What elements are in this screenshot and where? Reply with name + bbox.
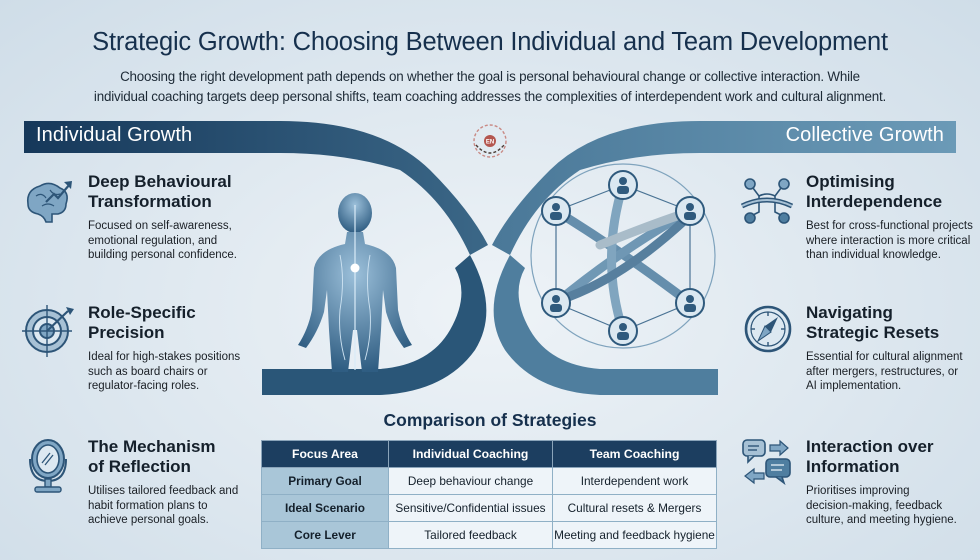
- feature-description: Prioritises improving decision-making, f…: [806, 485, 957, 526]
- feature-title: Optimising Interdependence: [806, 172, 943, 211]
- table-cell: Meeting and feedback hygiene: [552, 521, 717, 549]
- feature-title: Deep Behavioural Transformation: [88, 172, 232, 211]
- subtitle-line: Choosing the right development path depe…: [120, 69, 860, 84]
- chat-exchange-icon: [742, 439, 791, 486]
- target-icon: [22, 305, 74, 357]
- table-cell: Deep behaviour change: [388, 467, 553, 495]
- table-cell: Tailored feedback: [388, 521, 553, 549]
- page-title: Strategic Growth: Choosing Between Indiv…: [92, 28, 888, 56]
- table-row: Core Lever Tailored feedback Meeting and…: [261, 521, 717, 549]
- mirror-icon: [29, 439, 67, 493]
- table-row: Primary Goal Deep behaviour change Inter…: [261, 467, 717, 495]
- collective-growth-label: Collective Growth: [785, 124, 944, 146]
- team-network-illustration: [530, 163, 716, 349]
- feature-description: Essential for cultural alignment after m…: [806, 351, 963, 392]
- svg-text:EN: EN: [486, 140, 494, 146]
- individual-growth-label: Individual Growth: [36, 124, 193, 146]
- table-cell: Interdependent work: [552, 467, 717, 495]
- feature-description: Best for cross-functional projects where…: [806, 220, 973, 261]
- dna-ring-logo-icon: EN: [473, 124, 507, 158]
- subtitle-line: individual coaching targets deep persona…: [93, 89, 887, 104]
- table-row: Ideal Scenario Sensitive/Confidential is…: [261, 494, 717, 522]
- individual-figure-illustration: [298, 193, 412, 372]
- row-header: Ideal Scenario: [261, 494, 389, 522]
- feature-title: Role-Specific Precision: [88, 303, 196, 342]
- column-header: Focus Area: [261, 440, 389, 468]
- column-header: Individual Coaching: [388, 440, 553, 468]
- table-cell: Cultural resets & Mergers: [552, 494, 717, 522]
- feature-description: Ideal for high-stakes positions such as …: [88, 351, 241, 392]
- table-header-row: Focus Area Individual Coaching Team Coac…: [261, 440, 717, 468]
- table-cell: Sensitive/Confidential issues: [388, 494, 553, 522]
- feature-title: Navigating Strategic Resets: [806, 303, 940, 342]
- brain-growth-icon: [26, 181, 72, 223]
- comparison-table: Focus Area Individual Coaching Team Coac…: [261, 440, 717, 549]
- page-subtitle: Choosing the right development path depe…: [40, 67, 940, 107]
- column-header: Team Coaching: [552, 440, 717, 468]
- compass-icon: [744, 305, 792, 353]
- row-header: Primary Goal: [261, 467, 389, 495]
- feature-title: Interaction over Information: [806, 437, 934, 476]
- feature-description: Utilises tailored feedback and habit for…: [88, 485, 239, 526]
- row-header: Core Lever: [261, 521, 389, 549]
- feature-description: Focused on self-awareness, emotional reg…: [88, 220, 237, 261]
- comparison-table-title: Comparison of Strategies: [383, 410, 597, 430]
- bridge-network-icon: [740, 178, 794, 224]
- feature-title: The Mechanism of Reflection: [88, 437, 216, 476]
